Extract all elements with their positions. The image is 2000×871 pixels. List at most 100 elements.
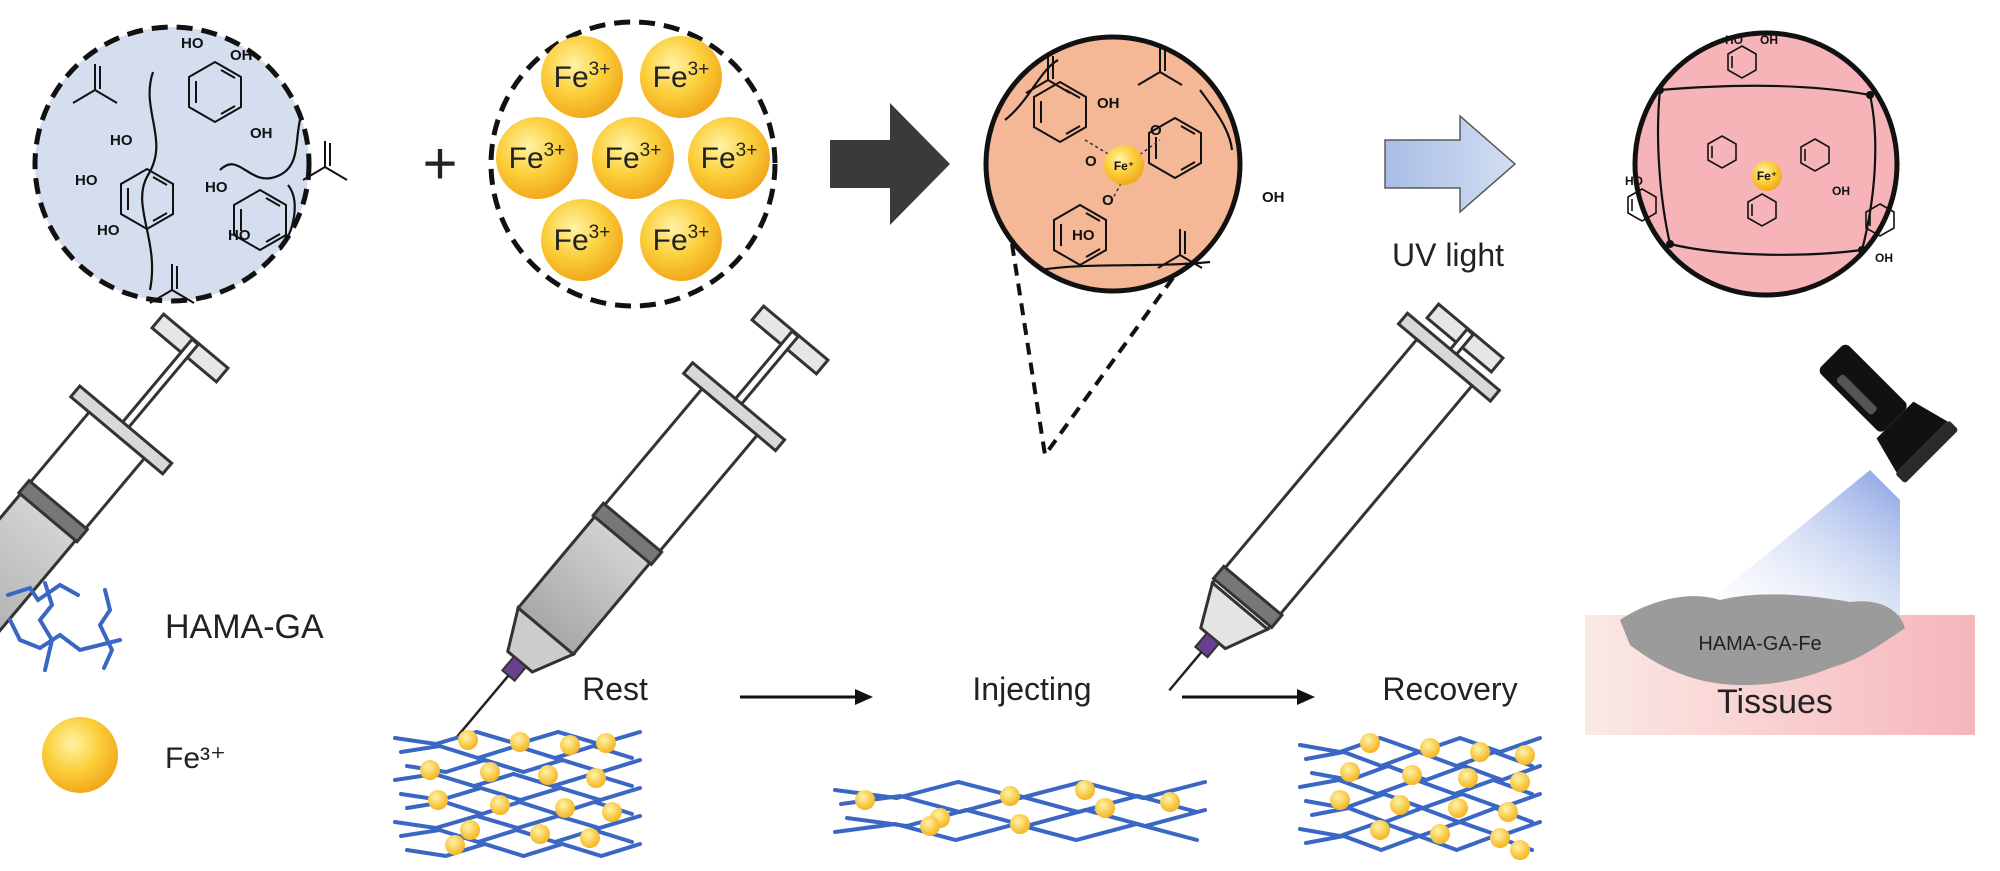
fe-ion-dot	[1498, 802, 1518, 822]
plus-sign: +	[422, 130, 457, 197]
fe-ion-ball	[496, 117, 578, 199]
uv-light-beam	[1680, 470, 1900, 625]
group-label-ho: HO	[1725, 33, 1743, 47]
fe-ion-dot	[1330, 790, 1350, 810]
legend-polymer-icon	[6, 581, 122, 672]
fe-ion-ball	[640, 199, 722, 281]
complex-fe-label: Fe⁺	[1114, 159, 1134, 173]
fe-ion-dot	[1515, 745, 1535, 765]
uv-light-label: UV light	[1392, 237, 1504, 273]
group-label-oh: OH	[1097, 95, 1120, 112]
fe-ion-dot	[420, 760, 440, 780]
group-label-ho: HO	[97, 222, 120, 239]
polymer-fiber	[1310, 805, 1534, 825]
fe-ion-label: Fe3+	[605, 140, 662, 175]
fe-ion-dot	[460, 820, 480, 840]
syringe-rest	[0, 311, 231, 665]
fe-ion-dot	[1160, 792, 1180, 812]
fe-ion-dot	[1430, 824, 1450, 844]
syringe-applying	[1168, 301, 1506, 692]
polymer-fiber	[393, 813, 642, 831]
fe-ion-dot	[1360, 733, 1380, 753]
group-label-oh: OH	[1875, 251, 1893, 265]
group-label-o: O	[1085, 153, 1097, 170]
fe-ion-dot	[530, 824, 550, 844]
process-arrow	[740, 689, 873, 705]
fe-ion-dot	[1000, 786, 1020, 806]
fe-ion-dot	[560, 735, 580, 755]
polymer-fiber	[1304, 749, 1534, 769]
fe-ion-dot	[586, 768, 606, 788]
legend: HAMA-GA Fe³⁺	[6, 581, 324, 793]
fe-ion-dot	[458, 730, 478, 750]
fe-ion-ball	[541, 36, 623, 118]
fe-ion-dot	[855, 790, 875, 810]
group-label-oh: OH	[1832, 184, 1850, 198]
fe-ion-label: Fe3+	[509, 140, 566, 175]
network-injecting	[833, 779, 1207, 843]
network-fe-label: Fe⁺	[1757, 169, 1777, 183]
crosslinked-network-circle: Fe⁺ HO OH HO OH OH	[1625, 30, 1900, 298]
fe-ion-dot	[1510, 840, 1530, 860]
group-label-ho: HO	[1072, 227, 1095, 244]
polymer-fiber	[1298, 735, 1542, 755]
step-label-injecting: Injecting	[972, 671, 1091, 707]
tissue-label: Tissues	[1717, 683, 1833, 721]
group-label-ho: HO	[110, 132, 133, 149]
polymer-fiber	[405, 841, 642, 859]
syringe-injecting	[454, 303, 831, 740]
network-rest	[393, 729, 642, 859]
hydrogel-label: HAMA-GA-Fe	[1698, 633, 1821, 655]
fe-ion-ball	[592, 117, 674, 199]
fe-ion-dot	[428, 790, 448, 810]
group-label-oh: OH	[1262, 189, 1285, 206]
fe-ion-dot	[510, 732, 530, 752]
group-label-o: O	[1150, 122, 1162, 139]
fe-ion-dot	[602, 802, 622, 822]
fe-ion-dot	[596, 733, 616, 753]
group-label-ho: HO	[75, 172, 98, 189]
fe-ion-dot	[555, 798, 575, 818]
group-label-ho: HO	[228, 227, 251, 244]
group-label-ho: HO	[1625, 174, 1643, 188]
fe-ion-dot	[580, 828, 600, 848]
legend-ion-icon	[42, 717, 118, 793]
fe-ion-dot	[1420, 738, 1440, 758]
fe-ion-ball	[640, 36, 722, 118]
process-arrow	[1182, 689, 1315, 705]
network-recovery	[1298, 733, 1542, 860]
coordination-complex-circle: Fe⁺ OH OH HO O O O	[983, 34, 1285, 294]
group-label-ho: HO	[205, 179, 228, 196]
fe-ion-dot	[1390, 795, 1410, 815]
fe-ion-label: Fe3+	[701, 140, 758, 175]
fe-ion-dot	[1340, 762, 1360, 782]
fe-ion-dot	[480, 762, 500, 782]
fe-ion-dot	[1370, 820, 1390, 840]
mixing-arrow	[830, 103, 950, 225]
legend-polymer-label: HAMA-GA	[165, 608, 324, 646]
fe-ion-dot	[1510, 772, 1530, 792]
fe-ion-ball	[541, 199, 623, 281]
fe-ion-dot	[445, 835, 465, 855]
fe-ion-dot	[490, 795, 510, 815]
fe-ion-dot	[538, 765, 558, 785]
fe-ion-dot	[920, 816, 940, 836]
group-label-ho: HO	[181, 35, 204, 52]
group-label-oh: OH	[1760, 33, 1778, 47]
polymer-fiber	[405, 757, 642, 775]
group-label-o: O	[1102, 192, 1114, 209]
fe-ion-pool-circle: Fe3+Fe3+Fe3+Fe3+Fe3+Fe3+Fe3+	[488, 19, 778, 309]
fe-ion-dot	[1458, 768, 1478, 788]
fe-ion-ball	[688, 117, 770, 199]
fe-ion-dot	[1470, 742, 1490, 762]
hydrogel-patch	[1620, 594, 1905, 686]
fe-ion-dot	[1402, 765, 1422, 785]
group-label-oh: OH	[230, 47, 253, 64]
fe-ion-dot	[1010, 814, 1030, 834]
group-label-oh: OH	[250, 125, 273, 142]
zoom-guide	[1010, 243, 1177, 461]
fe-ion-dot	[1075, 780, 1095, 800]
uv-arrow	[1384, 114, 1517, 214]
fe-ion-dot	[1095, 798, 1115, 818]
